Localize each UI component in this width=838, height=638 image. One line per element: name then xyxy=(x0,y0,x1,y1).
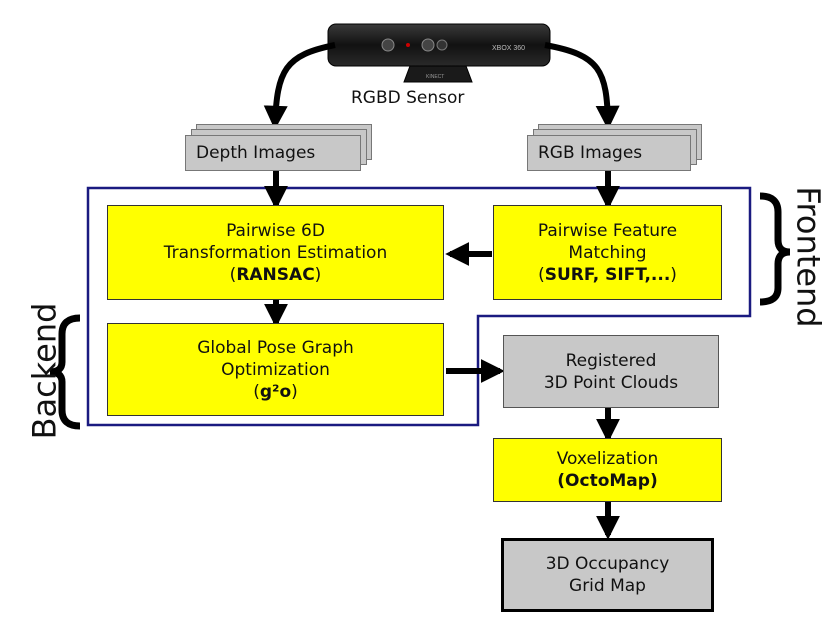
matching-methods-names: SURF, SIFT,... xyxy=(544,264,671,285)
pointclouds-line2: 3D Point Clouds xyxy=(543,372,679,393)
matching-methods: (SURF, SIFT,...) xyxy=(538,264,677,285)
sensor-to-rgb-arrow xyxy=(544,42,620,130)
sensor-to-depth-arrow xyxy=(263,42,336,130)
frontend-region-border xyxy=(86,186,752,427)
posegraph-line2: Optimization xyxy=(221,359,330,380)
transformation-line2: Transformation Estimation xyxy=(163,242,388,263)
backend-brace xyxy=(49,314,81,430)
matching-line2: Matching xyxy=(568,242,647,263)
occupancy-line1: 3D Occupancy xyxy=(545,554,670,574)
transformation-method-name: RANSAC xyxy=(236,264,315,285)
rgb-images-box: RGB Images xyxy=(527,135,691,171)
transformation-estimation-box: Pairwise 6D Transformation Estimation (R… xyxy=(107,205,444,300)
matching-line1: Pairwise Feature xyxy=(537,220,678,241)
pose-graph-optimization-box: Global Pose Graph Optimization (g²o) xyxy=(107,323,444,416)
voxelization-box: Voxelization (OctoMap) xyxy=(493,438,722,502)
occupancy-line2: Grid Map xyxy=(569,576,646,596)
depth-images-box: Depth Images xyxy=(185,135,361,171)
sensor-label: RGBD Sensor xyxy=(351,88,465,108)
voxelization-method: (OctoMap) xyxy=(557,471,658,491)
pointclouds-line1: Registered xyxy=(565,350,657,371)
occupancy-grid-map-box: 3D Occupancy Grid Map xyxy=(501,538,714,612)
point-clouds-box: Registered 3D Point Clouds xyxy=(503,335,719,408)
sensor-brand: XBOX 360 xyxy=(492,45,525,52)
kinect-sensor-image: XBOX 360 KINECT xyxy=(327,23,551,83)
feature-matching-box: Pairwise Feature Matching (SURF, SIFT,..… xyxy=(493,205,722,300)
posegraph-line1: Global Pose Graph xyxy=(197,337,354,358)
voxelization-line1: Voxelization xyxy=(556,449,659,469)
posegraph-method-name: g²o xyxy=(259,381,292,402)
frontend-brace xyxy=(759,192,791,306)
frontend-label: Frontend xyxy=(789,186,828,328)
transformation-line1: Pairwise 6D xyxy=(226,220,325,241)
posegraph-method: (g²o) xyxy=(253,381,298,402)
sensor-name: KINECT xyxy=(426,74,444,80)
transformation-method: (RANSAC) xyxy=(229,264,322,285)
backend-label: Backend xyxy=(25,302,64,440)
